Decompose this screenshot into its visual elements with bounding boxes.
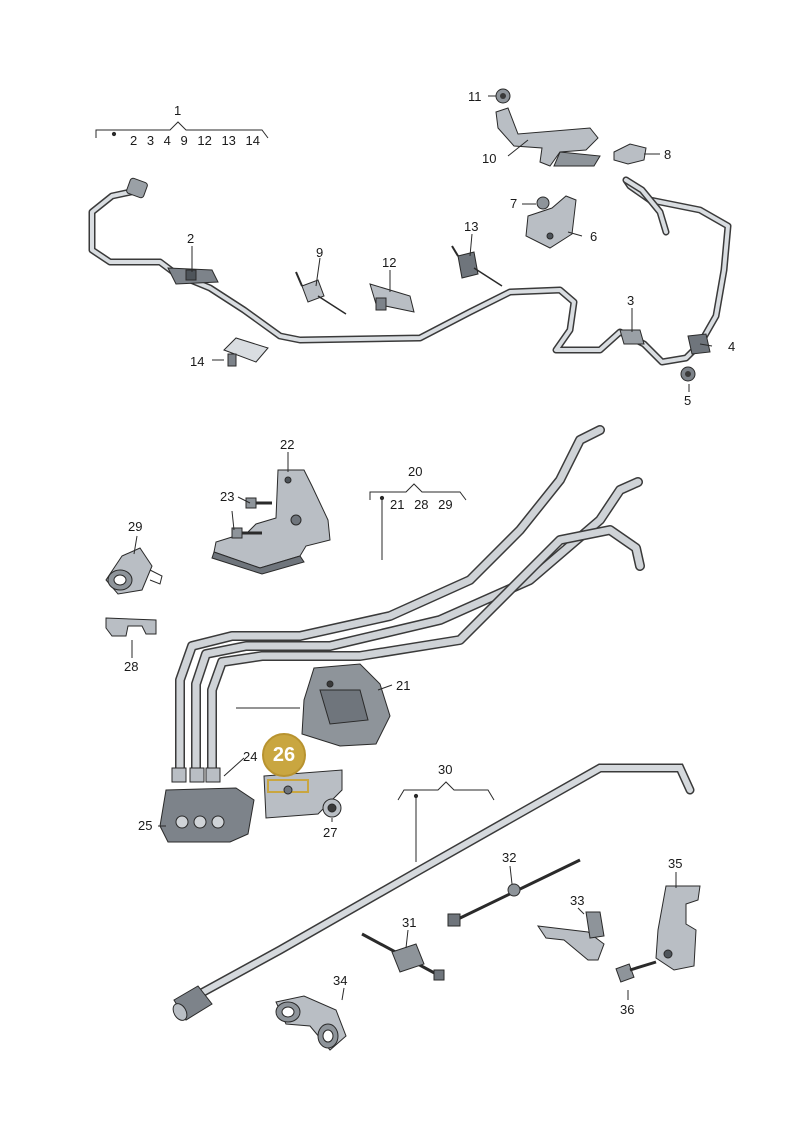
callout-2: 2 <box>187 231 195 246</box>
callout-3: 3 <box>627 293 635 308</box>
part-35-bracket <box>655 885 701 971</box>
callout-36: 36 <box>620 1002 635 1017</box>
group-20-bracket <box>369 483 467 560</box>
part-23-bolts <box>231 497 272 539</box>
part-32-tie <box>447 858 581 927</box>
line-30-end-fitting <box>172 985 213 1021</box>
part-7-nut <box>536 196 550 210</box>
part-27-grommet <box>322 798 342 818</box>
callout-32: 32 <box>502 850 517 865</box>
callout-11: 11 <box>468 89 482 104</box>
part-9-clip <box>295 271 347 315</box>
part-3-clip <box>619 329 645 345</box>
part-11-nut <box>495 88 511 104</box>
leader-lines-upper <box>191 95 713 392</box>
part-5-nut <box>680 366 696 382</box>
callout-14: 14 <box>190 354 205 369</box>
part-25-block <box>159 767 255 843</box>
callout-28: 28 <box>124 659 139 674</box>
fuel-line-30 <box>191 763 695 1001</box>
part-33-bracket <box>536 911 605 961</box>
part-12-clip <box>369 283 415 313</box>
callout-9: 9 <box>316 245 324 260</box>
group-30-bracket <box>397 781 495 862</box>
callout-5: 5 <box>684 393 692 408</box>
part-28-clip <box>105 617 157 637</box>
callout-33: 33 <box>570 893 585 908</box>
group-1-subitems: 2 3 4 9 12 13 14 <box>130 133 260 148</box>
callout-27: 27 <box>323 825 338 840</box>
callout-6: 6 <box>590 229 598 244</box>
callout-23: 23 <box>220 489 235 504</box>
part-10-bracket <box>495 107 601 167</box>
part-34-elbow <box>275 995 347 1051</box>
part-22-bracket <box>211 469 331 575</box>
callout-12: 12 <box>382 255 397 270</box>
tube-bundle-20 <box>175 425 645 777</box>
callout-21: 21 <box>396 678 411 693</box>
part-14-clip <box>223 337 269 367</box>
group-1-bracket <box>95 121 269 139</box>
highlight-badge-26[interactable]: 26 <box>262 733 306 777</box>
part-21-cover <box>301 663 391 747</box>
callout-34: 34 <box>333 973 348 988</box>
callout-22: 22 <box>280 437 295 452</box>
callout-20: 20 <box>408 464 423 479</box>
callout-29: 29 <box>128 519 143 534</box>
callout-1: 1 <box>174 103 182 118</box>
part-31-clip <box>361 932 445 981</box>
callout-31: 31 <box>402 915 417 930</box>
callout-30: 30 <box>438 762 453 777</box>
callout-24: 24 <box>243 749 258 764</box>
part-6-bracket <box>525 195 577 249</box>
fuel-line-1 <box>88 176 732 366</box>
leader-lines-lower <box>131 452 677 1001</box>
callout-8: 8 <box>664 147 672 162</box>
part-8-clip <box>613 143 647 165</box>
part-36-bolt <box>615 960 657 983</box>
callout-4: 4 <box>728 339 736 354</box>
part-29-connector <box>105 547 163 595</box>
part-2-clip <box>167 267 219 285</box>
group-20-subitems: 21 28 29 <box>390 497 453 512</box>
callout-7: 7 <box>510 196 518 211</box>
callout-10: 10 <box>482 151 497 166</box>
part-13-clip <box>451 245 503 287</box>
callout-13: 13 <box>464 219 479 234</box>
callout-25: 25 <box>138 818 153 833</box>
part-4-clip <box>687 333 711 355</box>
callout-35: 35 <box>668 856 683 871</box>
line-end-connector <box>126 177 148 199</box>
